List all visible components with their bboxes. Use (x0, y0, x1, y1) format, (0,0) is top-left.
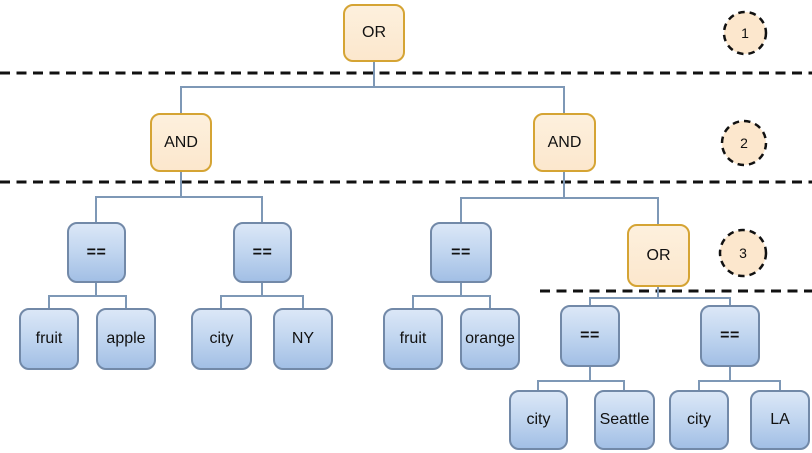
tree-leaf-seattle: Seattle (594, 390, 655, 450)
connector-eq3-to-leaves (412, 283, 491, 308)
tree-leaf-fruit-2: fruit (383, 308, 443, 370)
level-1-label: 1 (741, 25, 749, 41)
level-2-label: 2 (740, 135, 748, 151)
tree-leaf-fruit-1: fruit (19, 308, 79, 370)
level-3-label: 3 (739, 245, 747, 261)
tree-leaf-city-1: city (191, 308, 252, 370)
tree-node-eq-5: == (700, 305, 760, 367)
tree-leaf-city-3: city (669, 390, 729, 450)
connector-ornested-to-eqs (589, 287, 731, 305)
tree-leaf-apple: apple (96, 308, 156, 370)
tree-leaf-ny: NY (273, 308, 333, 370)
tree-node-or-nested: OR (627, 224, 690, 287)
level-3-badge (718, 228, 768, 278)
connector-eq2-to-leaves (220, 283, 304, 308)
level-2-badge (720, 119, 768, 167)
tree-leaf-la: LA (750, 390, 810, 450)
connector-andleft-to-eqs (95, 172, 263, 222)
tree-node-eq-3: == (430, 222, 492, 283)
connector-eq1-to-leaves (48, 283, 127, 308)
tree-node-eq-1: == (67, 222, 126, 283)
connector-root-to-ands (180, 62, 565, 113)
tree-node-eq-4: == (560, 305, 620, 367)
level-1-badge (722, 10, 768, 56)
tree-leaf-city-2: city (509, 390, 568, 450)
connector-andright-to-children (460, 172, 659, 224)
tree-node-or-root: OR (343, 4, 405, 62)
tree-node-and-left: AND (150, 113, 212, 172)
tree-leaf-orange: orange (460, 308, 520, 370)
tree-node-eq-2: == (233, 222, 292, 283)
connector-eq4-to-leaves (537, 367, 625, 390)
tree-node-and-right: AND (533, 113, 596, 172)
connector-eq5-to-leaves (698, 367, 781, 390)
